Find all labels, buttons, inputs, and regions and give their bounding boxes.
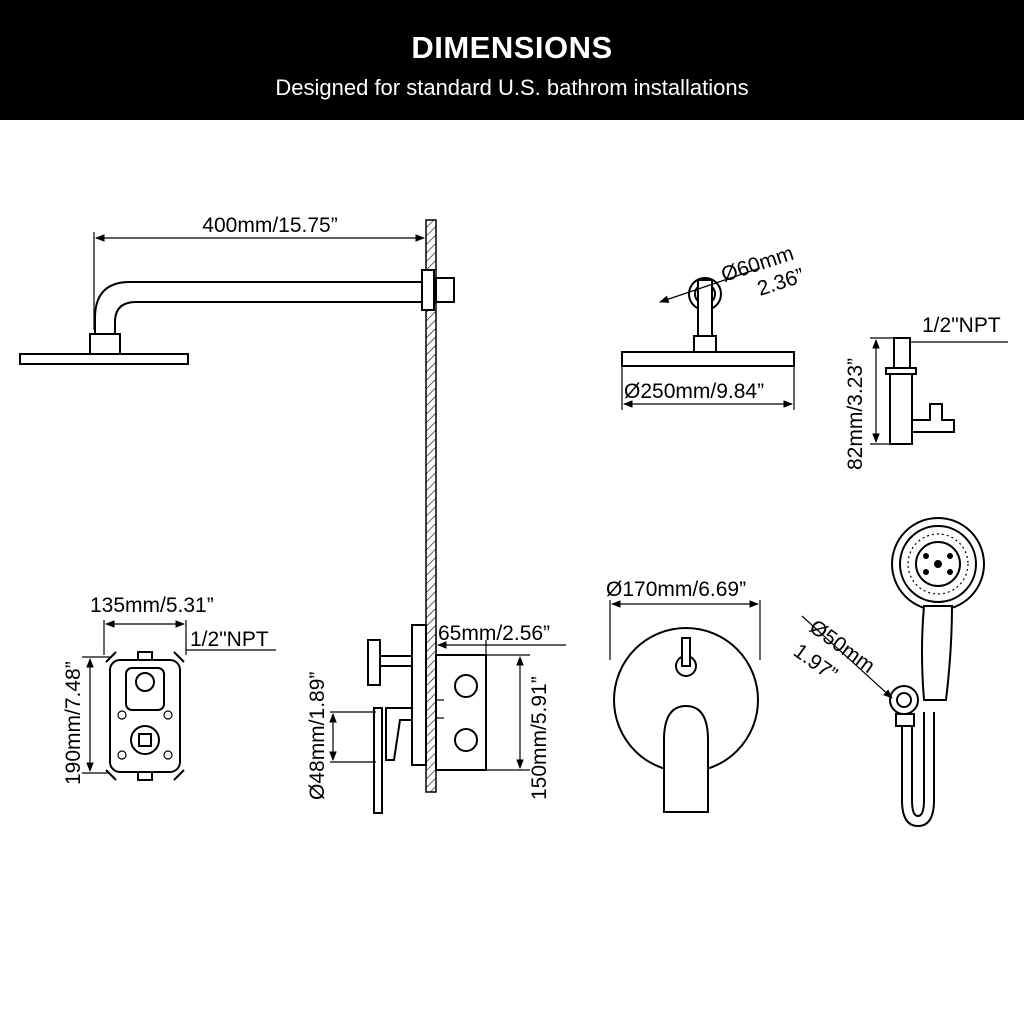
valve-npt-label: 1/2"NPT xyxy=(190,628,269,651)
rain-head-side xyxy=(19,353,189,365)
trim-diameter-label: Ø170mm/6.69” xyxy=(606,578,746,601)
wall-section xyxy=(425,219,437,793)
handheld-shower: Ø50mm 1.97” xyxy=(789,517,985,828)
page-title: DIMENSIONS xyxy=(411,30,613,65)
depth-label: 65mm/2.56” xyxy=(438,622,550,645)
handle-diameter-dimension: Ø48mm/1.89” xyxy=(306,672,376,800)
dimension-drawing: 400mm/15.75” Ø48mm/1.89” xyxy=(19,214,1008,828)
holder-npt-label: 1/2"NPT xyxy=(922,314,1001,337)
box-height-dimension: 150mm/5.91” xyxy=(486,654,551,800)
rain-head-front: Ø250mm/9.84” xyxy=(621,351,795,410)
trim-plate: Ø170mm/6.69” xyxy=(606,578,761,813)
box-height-label: 150mm/5.91” xyxy=(528,676,551,800)
flange-top-view: Ø60mm 2.36” xyxy=(659,242,807,353)
head-diameter-label: Ø250mm/9.84” xyxy=(624,380,764,403)
arm-length-label: 400mm/15.75” xyxy=(202,214,337,237)
valve-box-side xyxy=(435,654,487,771)
handle-diameter-label: Ø48mm/1.89” xyxy=(306,672,329,800)
valve-height-dimension: 190mm/7.48” xyxy=(62,656,110,785)
shower-arm xyxy=(89,269,455,355)
arm-length-dimension: 400mm/15.75” xyxy=(93,214,425,330)
valve-height-label: 190mm/7.48” xyxy=(62,661,85,785)
header-banner: DIMENSIONS Designed for standard U.S. ba… xyxy=(0,0,1024,120)
page-subtitle: Designed for standard U.S. bathrom insta… xyxy=(275,75,749,100)
holder-height-label: 82mm/3.23” xyxy=(844,358,867,470)
wall-holder: 82mm/3.23” 1/2"NPT xyxy=(844,314,1008,470)
valve-body-front xyxy=(105,651,185,781)
valve-width-label: 135mm/5.31” xyxy=(90,594,214,617)
valve-width-dimension: 135mm/5.31” 1/2"NPT xyxy=(90,594,276,655)
depth-dimension: 65mm/2.56” xyxy=(435,622,566,655)
lever-handle-side xyxy=(367,624,427,814)
